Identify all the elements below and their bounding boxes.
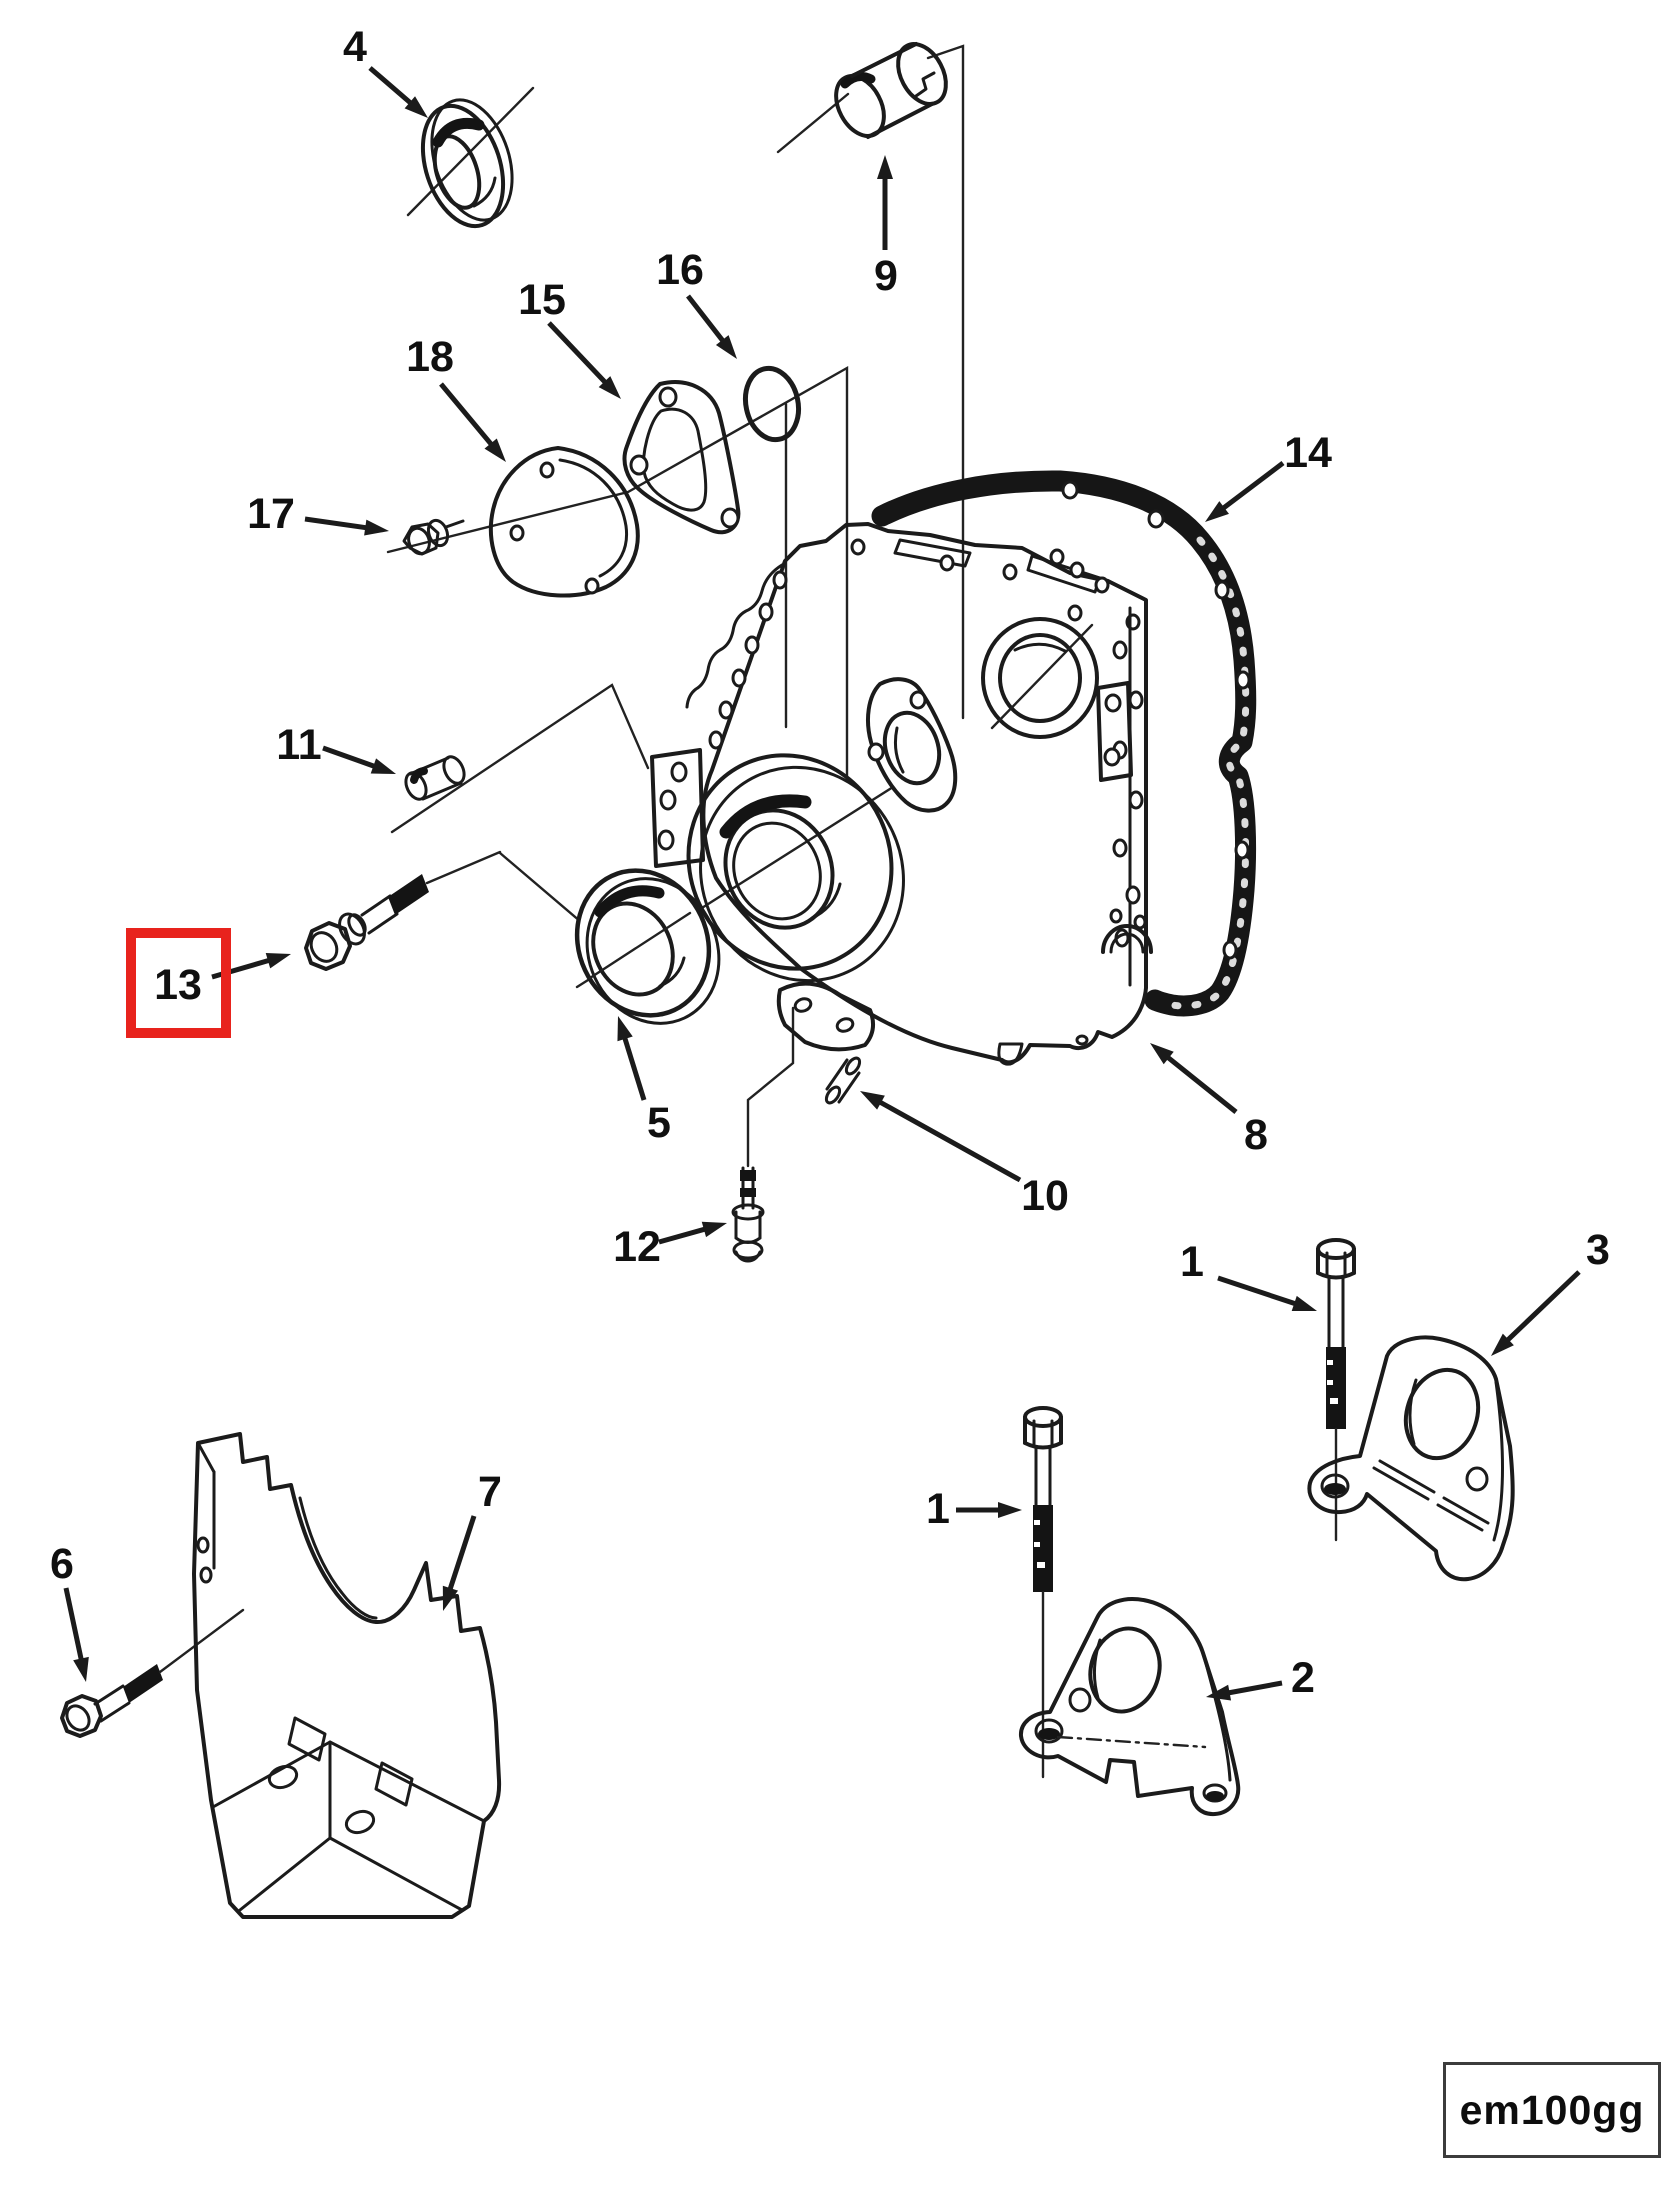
bushing-9 <box>834 42 948 139</box>
callout-number: 5 <box>647 1099 671 1147</box>
callout-leader <box>686 294 728 347</box>
callout-number: 16 <box>656 246 704 294</box>
part-callout-7[interactable]: 7 <box>442 1468 502 1611</box>
bolt-13 <box>304 850 502 971</box>
callout-leader <box>1502 1270 1581 1346</box>
callout-number: 15 <box>518 276 566 324</box>
gasket-15 <box>622 380 741 535</box>
part-callout-4[interactable]: 4 <box>343 23 428 118</box>
figure-code: em100gg <box>1459 2086 1645 2133</box>
callout-number: 8 <box>1244 1111 1268 1159</box>
callout-arrowhead <box>877 155 893 179</box>
callout-number: 9 <box>874 252 898 300</box>
callout-number: 4 <box>343 23 367 71</box>
callout-arrowhead <box>1206 1684 1232 1701</box>
seal-ring-4 <box>420 98 514 229</box>
callout-leader <box>322 745 380 771</box>
callout-leader <box>446 1515 477 1595</box>
callout-arrowhead <box>364 519 389 536</box>
callout-arrowhead <box>998 1502 1022 1518</box>
part-callout-18[interactable]: 18 <box>406 333 506 462</box>
cover-plate-18 <box>488 446 640 598</box>
callout-arrowhead <box>484 438 506 462</box>
lifting-bracket-2 <box>1018 1597 1241 1817</box>
plug-11 <box>404 755 466 801</box>
part-callout-2[interactable]: 2 <box>1206 1654 1315 1702</box>
bolt-17 <box>402 518 465 556</box>
callout-leader <box>439 382 497 450</box>
callout-leader <box>63 1587 85 1665</box>
callout-leader <box>658 1225 711 1245</box>
support-bracket-7 <box>192 1432 502 1919</box>
callout-number: 13 <box>154 961 202 1009</box>
callout-number: 18 <box>406 333 454 381</box>
part-callout-17[interactable]: 17 <box>247 490 389 538</box>
timing-cover-8 <box>650 522 1153 1066</box>
dowel-pin-10 <box>824 1056 862 1105</box>
bolt-1-upper <box>1316 1238 1356 1542</box>
part-callout-10[interactable]: 10 <box>860 1091 1069 1220</box>
callout-arrowhead <box>617 1016 633 1042</box>
part-callout-11[interactable]: 11 <box>276 721 396 774</box>
callout-number: 1 <box>926 1485 950 1533</box>
callout-number: 11 <box>276 721 321 769</box>
callout-arrowhead <box>1205 501 1229 522</box>
figure-code-box: em100gg <box>1443 2062 1661 2158</box>
callout-number: 12 <box>613 1223 661 1271</box>
callout-leader <box>874 1097 1022 1183</box>
part-callout-15[interactable]: 15 <box>518 276 621 399</box>
callout-leader <box>620 1032 647 1101</box>
callout-arrowhead <box>1150 1043 1174 1065</box>
callout-arrowhead <box>1291 1295 1317 1311</box>
callout-arrowhead <box>73 1656 89 1682</box>
part-callout-9[interactable]: 9 <box>874 155 898 300</box>
callout-number: 14 <box>1284 429 1332 477</box>
callout-leader <box>1223 1680 1283 1697</box>
part-callout-13[interactable]: 13 <box>126 928 291 1038</box>
callout-arrowhead <box>442 1585 459 1611</box>
callout-arrowhead <box>265 953 291 969</box>
part-callout-6[interactable]: 6 <box>50 1540 89 1682</box>
leader-lines <box>386 44 965 1168</box>
bolt-1-lower <box>1023 1406 1063 1779</box>
callout-leader <box>304 516 372 531</box>
callout-arrowhead <box>1491 1333 1514 1356</box>
callout-arrowhead <box>370 758 396 774</box>
callout-number: 6 <box>50 1540 74 1588</box>
callout-arrowhead <box>715 335 737 359</box>
lifting-bracket-3 <box>1307 1335 1515 1582</box>
callout-leader <box>1217 1275 1301 1308</box>
callout-leader <box>1162 1052 1238 1114</box>
part-callout-14[interactable]: 14 <box>1205 429 1332 522</box>
callout-arrowhead <box>404 96 428 118</box>
callout-leader <box>368 66 416 109</box>
part-callout-3[interactable]: 3 <box>1491 1226 1610 1356</box>
crank-seal-5 <box>574 868 721 1025</box>
part-callout-1a[interactable]: 1 <box>1180 1238 1317 1311</box>
part-callout-12[interactable]: 12 <box>613 1221 727 1271</box>
cover-gasket-14 <box>871 470 1257 1017</box>
part-callout-5[interactable]: 5 <box>617 1016 671 1147</box>
part-callout-8[interactable]: 8 <box>1150 1043 1268 1159</box>
callout-leader <box>1217 461 1285 514</box>
bolt-6 <box>60 1608 245 1738</box>
callout-arrowhead <box>701 1221 727 1238</box>
callout-number: 1 <box>1180 1238 1204 1286</box>
part-callout-16[interactable]: 16 <box>656 246 737 359</box>
callout-number: 7 <box>478 1468 502 1516</box>
callout-leader <box>547 321 611 388</box>
callout-arrowhead <box>860 1091 885 1110</box>
callout-arrowhead <box>598 376 621 399</box>
part-callout-1b[interactable]: 1 <box>926 1485 1022 1533</box>
o-ring-16 <box>742 365 802 443</box>
callout-number: 17 <box>247 490 295 538</box>
callout-number: 3 <box>1586 1226 1610 1274</box>
selected-part-highlight <box>126 928 231 1038</box>
callout-number: 10 <box>1021 1172 1069 1220</box>
bolt-12 <box>731 1166 765 1263</box>
callout-number: 2 <box>1291 1654 1315 1702</box>
